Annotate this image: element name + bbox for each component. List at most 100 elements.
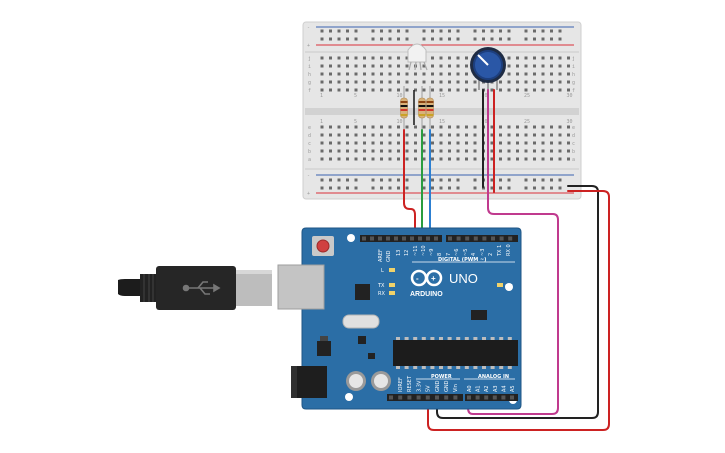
breadboard-hole[interactable] [490, 157, 494, 161]
breadboard-hole[interactable] [541, 72, 545, 76]
rail-hole[interactable] [448, 29, 451, 33]
breadboard-hole[interactable] [337, 133, 341, 137]
rail-hole[interactable] [388, 37, 392, 41]
rail-hole[interactable] [456, 178, 460, 182]
rail-hole[interactable] [524, 178, 528, 182]
rail-hole[interactable] [346, 186, 349, 190]
rail-hole[interactable] [422, 37, 426, 41]
breadboard-hole[interactable] [490, 133, 494, 137]
rail-hole[interactable] [346, 29, 349, 33]
rail-hole[interactable] [456, 29, 460, 33]
breadboard-hole[interactable] [363, 149, 366, 153]
rail-hole[interactable] [533, 186, 536, 190]
breadboard-hole[interactable] [414, 157, 417, 161]
breadboard-hole[interactable] [473, 133, 477, 137]
breadboard-hole[interactable] [541, 56, 545, 60]
breadboard-hole[interactable] [363, 80, 366, 84]
header-pin[interactable] [410, 236, 414, 241]
breadboard-hole[interactable] [558, 133, 562, 137]
rail-hole[interactable] [337, 29, 341, 33]
breadboard-hole[interactable] [329, 157, 332, 161]
breadboard-hole[interactable] [507, 72, 511, 76]
breadboard-hole[interactable] [388, 125, 392, 129]
breadboard-hole[interactable] [439, 125, 443, 129]
breadboard-hole[interactable] [533, 157, 536, 161]
breadboard-hole[interactable] [558, 149, 562, 153]
rail-hole[interactable] [490, 37, 494, 41]
wire-rail-power-red[interactable] [427, 190, 610, 431]
rail-hole[interactable] [524, 29, 528, 33]
rail-hole[interactable] [448, 186, 451, 190]
breadboard-hole[interactable] [448, 80, 451, 84]
breadboard-hole[interactable] [439, 88, 443, 92]
breadboard-hole[interactable] [354, 56, 358, 60]
breadboard-hole[interactable] [363, 133, 366, 137]
breadboard-hole[interactable] [346, 56, 349, 60]
breadboard-hole[interactable] [439, 149, 443, 153]
rail-hole[interactable] [439, 186, 443, 190]
breadboard-hole[interactable] [499, 80, 502, 84]
breadboard-hole[interactable] [431, 56, 434, 60]
header-pin[interactable] [362, 236, 366, 241]
breadboard-hole[interactable] [346, 64, 349, 68]
header-pin[interactable] [467, 395, 471, 400]
breadboard-hole[interactable] [329, 64, 332, 68]
header-pin[interactable] [386, 236, 390, 241]
breadboard-hole[interactable] [448, 141, 451, 145]
header-pin[interactable] [398, 395, 403, 400]
rail-hole[interactable] [490, 29, 494, 33]
breadboard-hole[interactable] [346, 80, 349, 84]
breadboard-hole[interactable] [558, 72, 562, 76]
breadboard-hole[interactable] [354, 88, 358, 92]
breadboard-hole[interactable] [550, 157, 553, 161]
breadboard-hole[interactable] [516, 149, 519, 153]
header-pin[interactable] [473, 236, 478, 241]
breadboard-hole[interactable] [431, 72, 434, 76]
breadboard-hole[interactable] [431, 125, 434, 129]
header-pin[interactable] [416, 395, 421, 400]
breadboard-hole[interactable] [567, 133, 570, 137]
breadboard-hole[interactable] [567, 141, 570, 145]
breadboard-hole[interactable] [397, 149, 400, 153]
header-pin[interactable] [501, 395, 506, 400]
breadboard-hole[interactable] [558, 64, 562, 68]
rail-hole[interactable] [388, 186, 392, 190]
breadboard-hole[interactable] [329, 125, 332, 129]
breadboard-hole[interactable] [465, 80, 468, 84]
breadboard-hole[interactable] [533, 72, 536, 76]
breadboard-hole[interactable] [524, 72, 528, 76]
breadboard-hole[interactable] [320, 141, 324, 145]
rail-hole[interactable] [541, 186, 545, 190]
breadboard-hole[interactable] [456, 157, 460, 161]
rail-hole[interactable] [456, 37, 460, 41]
breadboard-hole[interactable] [533, 64, 536, 68]
breadboard-hole[interactable] [354, 149, 358, 153]
rail-hole[interactable] [431, 37, 434, 41]
breadboard-hole[interactable] [439, 141, 443, 145]
breadboard-hole[interactable] [380, 141, 383, 145]
breadboard-hole[interactable] [456, 133, 460, 137]
breadboard-hole[interactable] [465, 88, 468, 92]
breadboard-hole[interactable] [448, 149, 451, 153]
breadboard-hole[interactable] [456, 125, 460, 129]
breadboard-hole[interactable] [414, 133, 417, 137]
breadboard-hole[interactable] [320, 133, 324, 137]
rail-hole[interactable] [507, 29, 511, 33]
breadboard-hole[interactable] [397, 72, 400, 76]
breadboard-hole[interactable] [388, 88, 392, 92]
breadboard-hole[interactable] [524, 149, 528, 153]
breadboard-hole[interactable] [456, 141, 460, 145]
breadboard-hole[interactable] [541, 149, 545, 153]
header-pin[interactable] [402, 236, 406, 241]
breadboard-hole[interactable] [371, 64, 375, 68]
breadboard-hole[interactable] [354, 157, 358, 161]
breadboard-hole[interactable] [337, 56, 341, 60]
header-pin[interactable] [491, 236, 495, 241]
rail-hole[interactable] [397, 186, 400, 190]
breadboard-hole[interactable] [337, 141, 341, 145]
header-pin[interactable] [453, 395, 458, 400]
breadboard-hole[interactable] [448, 72, 451, 76]
breadboard-hole[interactable] [388, 80, 392, 84]
breadboard-hole[interactable] [422, 141, 426, 145]
breadboard-hole[interactable] [354, 72, 358, 76]
